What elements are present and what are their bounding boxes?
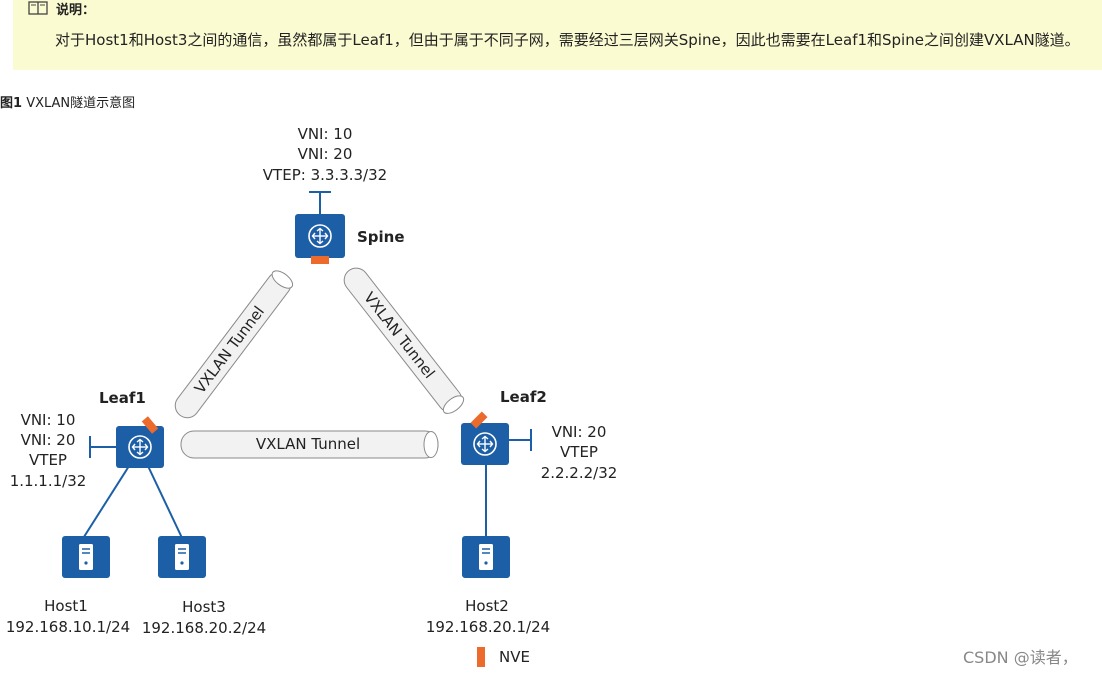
router-icon [473, 432, 497, 456]
note-text: 对于Host1和Host3之间的通信，虽然都属于Leaf1，但由于属于不同子网，… [55, 31, 1080, 49]
host1-name: Host1 [44, 597, 88, 615]
spine-vni-10: VNI: 10 [298, 125, 353, 143]
server-icon [478, 543, 494, 571]
host3-ip: 192.168.20.2/24 [142, 619, 266, 637]
figure-caption: 图1 VXLAN隧道示意图 [0, 92, 135, 111]
leaf1-vtep: VTEP [29, 451, 67, 469]
spine-name: Spine [357, 228, 405, 246]
tunnel-right-label: VXLAN Tunnel [360, 289, 438, 382]
note-header: 说明： [28, 0, 96, 18]
host2-server [462, 536, 510, 578]
leaf1-vtep-stub [89, 436, 116, 458]
tunnel-left-label: VXLAN Tunnel [191, 303, 268, 397]
watermark: CSDN @读者， [963, 648, 1078, 667]
host3-name: Host3 [182, 598, 226, 616]
leaf1-vni-20: VNI: 20 [21, 431, 76, 449]
legend-nve-label: NVE [499, 648, 530, 666]
host1-ip: 192.168.10.1/24 [6, 618, 130, 636]
note-title: 说明： [56, 2, 96, 18]
spine-nve-marker [311, 256, 329, 264]
host2-name: Host2 [465, 597, 509, 615]
host3-server [158, 536, 206, 578]
leaf2-vtep: VTEP [560, 443, 598, 461]
leaf1-vtep-ip: 1.1.1.1/32 [10, 472, 87, 490]
leaf2-switch [461, 411, 509, 465]
note-box [13, 0, 1102, 70]
server-icon [78, 543, 94, 571]
router-icon [308, 224, 332, 248]
leaf2-nve-marker [470, 411, 488, 429]
book-icon [28, 1, 48, 15]
host1-server [62, 536, 110, 578]
legend: NVE [477, 647, 530, 667]
leaf2-vni-20: VNI: 20 [552, 423, 607, 441]
leaf2-name: Leaf2 [500, 388, 547, 406]
leaf1-vni-10: VNI: 10 [21, 411, 76, 429]
figure-caption-text: VXLAN隧道示意图 [26, 96, 136, 111]
leaf1-name: Leaf1 [99, 389, 146, 407]
spine-vtep: VTEP: 3.3.3.3/32 [263, 166, 387, 184]
leaf2-vtep-stub [509, 429, 532, 451]
server-icon [174, 543, 190, 571]
host2-ip: 192.168.20.1/24 [426, 618, 550, 636]
links [81, 463, 487, 541]
spine-vtep-stub [309, 191, 331, 214]
legend-nve-swatch [477, 647, 485, 667]
leaf2-vtep-ip: 2.2.2.2/32 [541, 464, 618, 482]
spine-vni-20: VNI: 20 [298, 145, 353, 163]
leaf1-nve-marker [141, 416, 159, 434]
tunnel-spine-leaf2: VXLAN Tunnel [343, 267, 465, 414]
router-icon [128, 435, 152, 459]
spine-switch [295, 214, 345, 264]
leaf1-switch [116, 416, 164, 468]
tunnel-leaf1-leaf2: VXLAN Tunnel [180, 430, 439, 459]
figure-number: 图1 [0, 96, 23, 111]
tunnel-leaf1-spine: VXLAN Tunnel [174, 270, 294, 419]
tunnel-bottom-label: VXLAN Tunnel [256, 435, 360, 453]
